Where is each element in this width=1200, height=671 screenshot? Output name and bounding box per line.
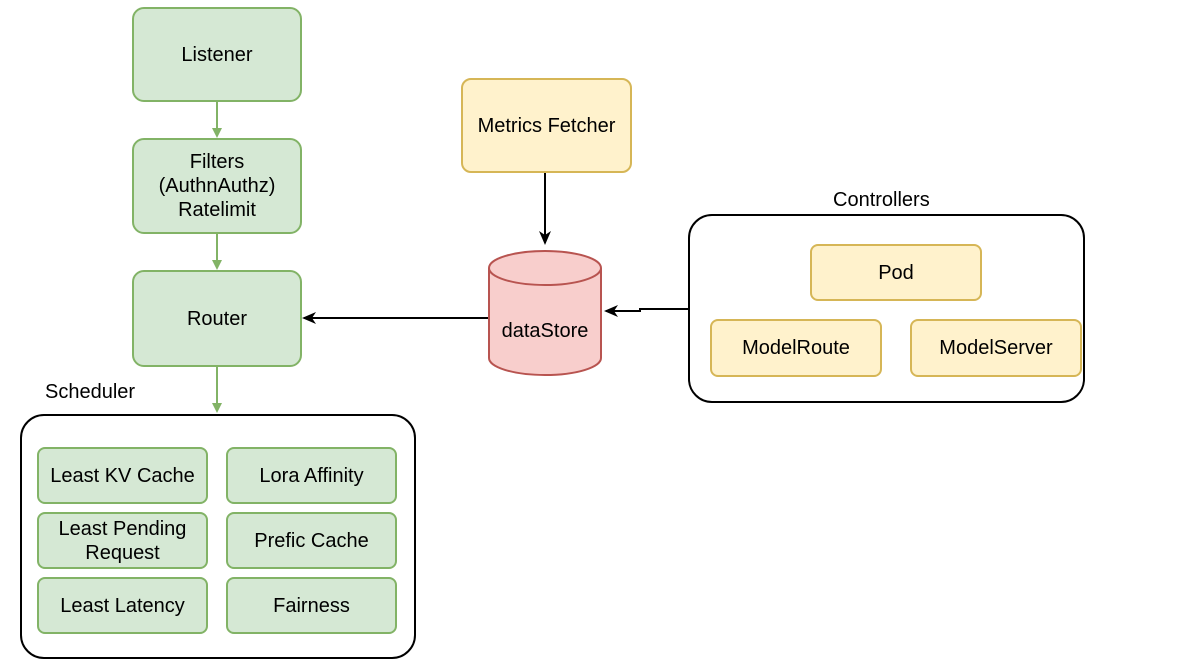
controller-item-model-route: ModelRoute (710, 319, 882, 377)
datastore-cylinder (488, 250, 602, 376)
metrics-fetcher-label: Metrics Fetcher (477, 114, 616, 137)
scheduler-item-prefic-cache: Prefic Cache (226, 512, 397, 569)
model-server-label: ModelServer (939, 337, 1053, 359)
listener-node: Listener (132, 7, 302, 102)
controllers-group-label: Controllers (833, 189, 930, 211)
controller-item-pod: Pod (810, 244, 982, 301)
scheduler-item-fairness: Fairness (226, 577, 397, 634)
lora-affinity-label: Lora Affinity (259, 464, 364, 487)
filters-label-line1: Filters (189, 151, 245, 173)
least-pending-request-label-line1: Least Pending (58, 517, 187, 540)
pod-label: Pod (878, 261, 914, 284)
scheduler-group (20, 414, 416, 659)
controllers-group (688, 214, 1085, 403)
scheduler-group-label: Scheduler (45, 381, 136, 403)
model-route-label: ModelRoute (742, 337, 850, 359)
arrow-controllers-to-datastore (604, 305, 688, 317)
scheduler-item-least-pending-request: Least Pending Request (37, 512, 208, 569)
router-label: Router (186, 307, 248, 330)
datastore-label: dataStore (501, 320, 589, 342)
controller-item-model-server: ModelServer (910, 319, 1082, 377)
router-node: Router (132, 270, 302, 367)
filters-label-line2: (AuthnAuthz) (158, 175, 276, 197)
listener-label: Listener (181, 43, 253, 66)
scheduler-item-lora-affinity: Lora Affinity (226, 447, 397, 504)
least-pending-request-label-line2: Request (85, 541, 160, 564)
least-kv-cache-label: Least KV Cache (50, 464, 195, 487)
filters-node: Filters (AuthnAuthz) Ratelimit (132, 138, 302, 234)
metrics-fetcher-node: Metrics Fetcher (461, 78, 632, 173)
scheduler-item-least-kv-cache: Least KV Cache (37, 447, 208, 504)
scheduler-item-least-latency: Least Latency (37, 577, 208, 634)
filters-label-line3: Ratelimit (178, 199, 256, 221)
prefic-cache-label: Prefic Cache (254, 529, 369, 552)
fairness-label: Fairness (273, 594, 350, 617)
least-latency-label: Least Latency (60, 594, 185, 617)
